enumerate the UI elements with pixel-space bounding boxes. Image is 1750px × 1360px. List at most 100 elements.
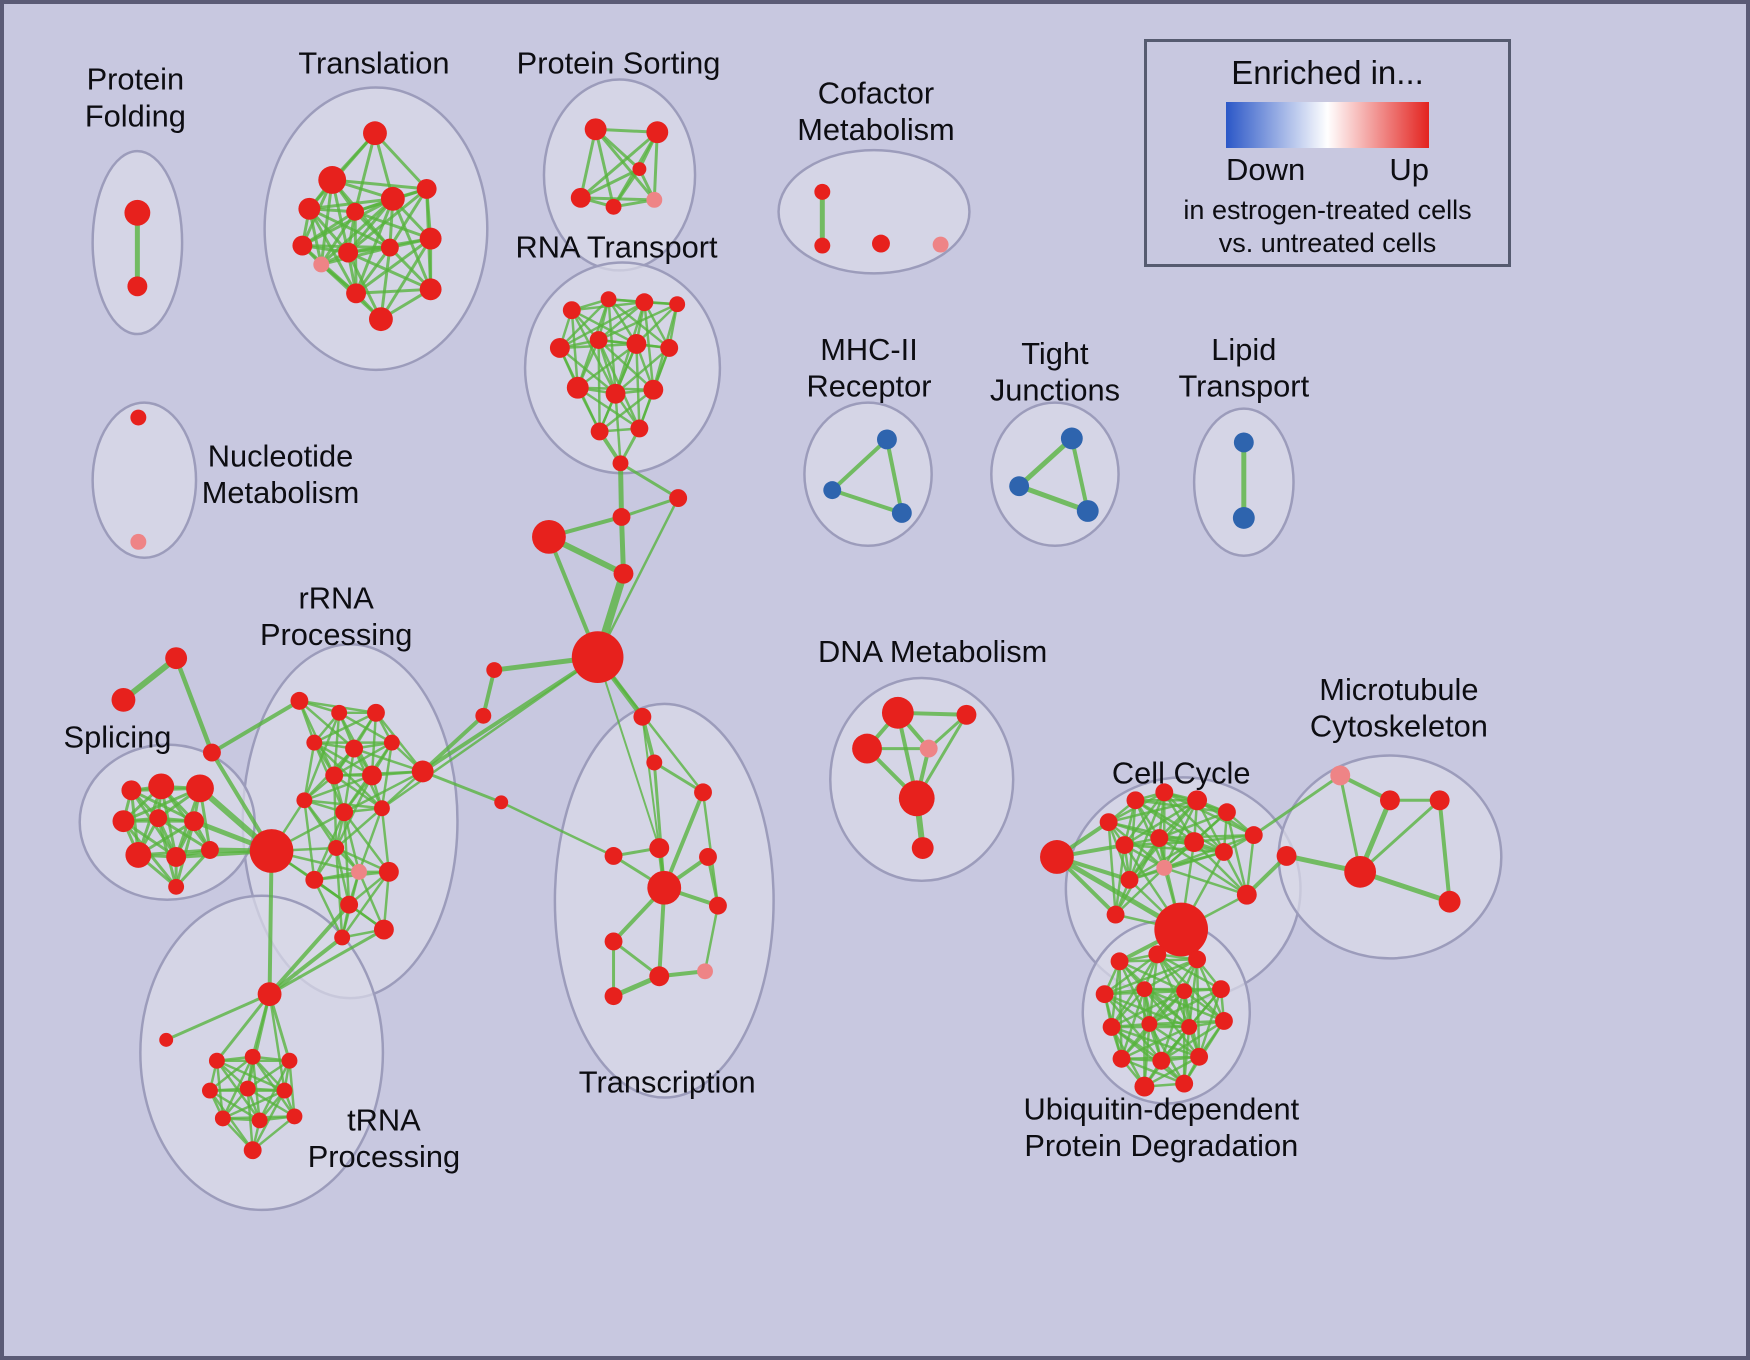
node-tn9 [286, 1108, 303, 1125]
node-t3 [202, 743, 221, 762]
node-ub2 [1148, 945, 1167, 964]
edge [208, 1089, 254, 1152]
node-sp7 [125, 842, 152, 868]
node-cc7 [1115, 836, 1134, 854]
node-ub5 [1136, 981, 1153, 998]
node-rt5 [549, 338, 570, 358]
edge [598, 388, 655, 433]
edge [1192, 840, 1249, 896]
edge [268, 928, 386, 996]
cluster-ellipse-mhc-ii-receptor [803, 401, 933, 548]
node-rt6 [589, 331, 608, 349]
node-dm3 [852, 733, 882, 764]
edge [379, 246, 392, 321]
cluster-ellipse-tight-junctions [990, 401, 1120, 548]
legend-caption-line2: vs. untreated cells [1218, 228, 1437, 258]
node-tx7 [647, 870, 682, 905]
node-tn10 [243, 1141, 262, 1160]
edge [1120, 1025, 1191, 1061]
edge [652, 130, 659, 202]
node-tr12 [346, 283, 367, 304]
node-sp1 [121, 780, 142, 801]
node-ch1 [612, 455, 629, 472]
node-mc4 [1344, 855, 1377, 888]
edge [332, 741, 394, 777]
node-rr14 [305, 870, 324, 889]
node-lt1 [1233, 432, 1254, 453]
edge [267, 935, 345, 997]
edge [340, 870, 391, 939]
node-nm2 [130, 533, 147, 550]
node-rr9 [296, 792, 313, 809]
node-rr13 [351, 863, 368, 880]
edge [597, 338, 601, 433]
edge [1114, 843, 1126, 916]
edge [596, 496, 680, 659]
edge [570, 308, 580, 389]
node-ps5 [646, 191, 663, 208]
node-lt2 [1232, 507, 1255, 529]
edge [334, 846, 344, 939]
node-sp5 [149, 809, 168, 828]
node-cc1 [1040, 840, 1074, 874]
edge [1358, 798, 1442, 874]
node-rr11 [373, 800, 390, 817]
node-tr9 [380, 238, 399, 257]
edge [594, 127, 616, 209]
node-cc9 [1184, 832, 1205, 852]
legend: Enriched in... Down Up in estrogen-treat… [1144, 39, 1511, 267]
cluster-label-transcription: Transcription [579, 1065, 756, 1100]
node-tr2 [318, 166, 347, 194]
node-ub13 [1152, 1051, 1171, 1070]
node-t2 [111, 687, 136, 712]
node-tn1 [208, 1052, 225, 1069]
edge [635, 342, 641, 430]
edge [353, 210, 433, 241]
edge [597, 300, 646, 342]
node-rt7 [626, 334, 647, 354]
edge [313, 870, 391, 882]
node-sp4 [112, 810, 135, 833]
node-cm1 [814, 183, 831, 200]
node-ub3 [1188, 950, 1207, 969]
node-cc14 [1106, 905, 1125, 924]
node-rt12 [590, 422, 609, 441]
node-m1 [486, 662, 503, 679]
edge [1160, 1019, 1226, 1062]
edge [303, 799, 316, 882]
node-rr6 [383, 734, 400, 751]
edge [370, 711, 378, 777]
node-rr2 [331, 704, 348, 721]
cluster-label-protein-sorting: Protein Sorting [517, 46, 721, 81]
edge [1148, 987, 1223, 1026]
legend-gradient-bar [1226, 102, 1429, 148]
node-ub7 [1212, 980, 1230, 999]
edge [303, 799, 361, 874]
edge [246, 1059, 291, 1090]
cluster-label-dna-metabolism: DNA Metabolism [818, 634, 1047, 669]
edge [1120, 1057, 1186, 1085]
legend-up-label: Up [1389, 152, 1429, 187]
edge [619, 461, 680, 500]
edge [1103, 953, 1159, 996]
node-cc5 [1187, 790, 1208, 811]
node-tx4 [604, 847, 623, 865]
node-rt9 [566, 376, 589, 399]
node-tn_hub [257, 982, 282, 1007]
edge [353, 131, 377, 214]
node-ps1 [584, 118, 607, 141]
node-tx2 [646, 754, 663, 771]
node-rrhub [249, 829, 294, 873]
cluster-ellipse-cofactor-metabolism [777, 148, 971, 275]
node-rr18 [334, 929, 351, 946]
edge [388, 187, 429, 250]
edge [251, 1115, 296, 1152]
node-tr13 [368, 307, 393, 332]
node-tx1 [633, 707, 652, 726]
node-ub1 [1110, 952, 1129, 971]
node-ub15 [1134, 1076, 1155, 1097]
